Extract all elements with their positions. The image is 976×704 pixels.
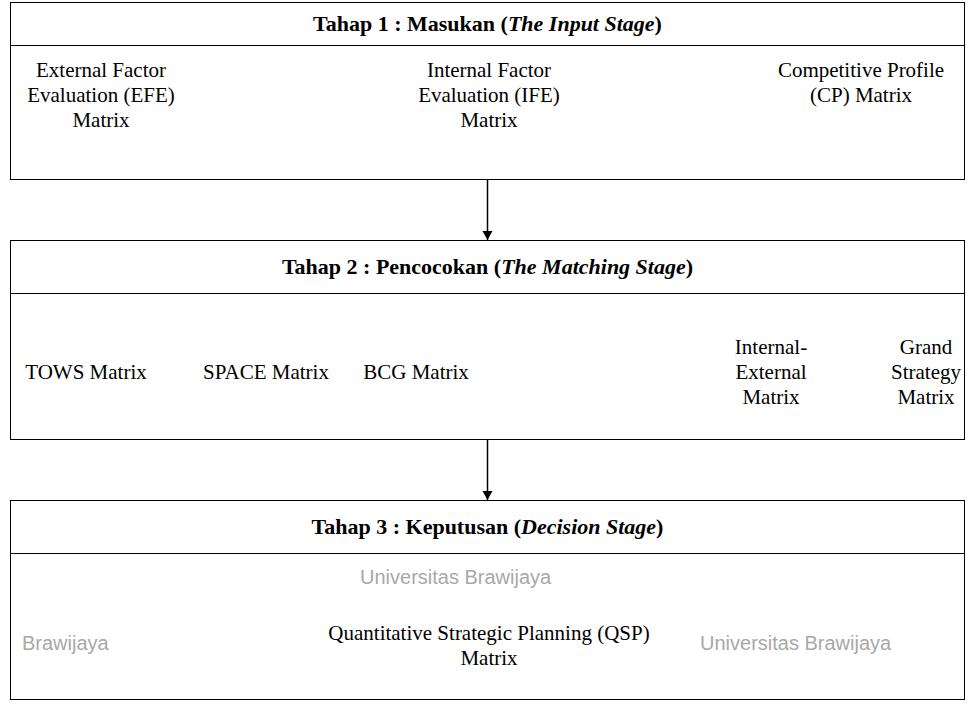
matrix-name: Competitive Profile (CP) Matrix — [756, 58, 966, 108]
matrix-name: External Factor Evaluation (EFE) Matrix — [11, 58, 191, 134]
watermark: Brawijaya — [22, 632, 109, 655]
stage-heading: Tahap 3 : Keputusan (Decision Stage) — [11, 501, 964, 554]
stage-box: Tahap 2 : Pencocokan (The Matching Stage… — [10, 240, 965, 440]
matrix-name: TOWS Matrix — [11, 360, 161, 385]
stage-box: Tahap 1 : Masukan (The Input Stage) Exter… — [10, 2, 965, 180]
flow-arrow — [483, 180, 493, 240]
watermark: Universitas Brawijaya — [700, 632, 891, 655]
matrix-name: SPACE Matrix — [186, 360, 346, 385]
matrix-name: Quantitative Strategic Planning (QSP) Ma… — [319, 621, 659, 671]
stage-heading: Tahap 1 : Masukan (The Input Stage) — [11, 3, 964, 46]
stage-box: Tahap 3 : Keputusan (Decision Stage) Quan… — [10, 500, 965, 700]
matrix-name: Internal-External Matrix — [716, 335, 826, 411]
flow-arrow — [483, 440, 493, 500]
matrix-name: BCG Matrix — [346, 360, 486, 385]
stage-heading: Tahap 2 : Pencocokan (The Matching Stage… — [11, 241, 964, 294]
matrix-name: Grand Strategy Matrix — [881, 335, 971, 411]
watermark: Universitas Brawijaya — [360, 566, 551, 589]
matrix-name: Internal Factor Evaluation (IFE) Matrix — [399, 58, 579, 134]
